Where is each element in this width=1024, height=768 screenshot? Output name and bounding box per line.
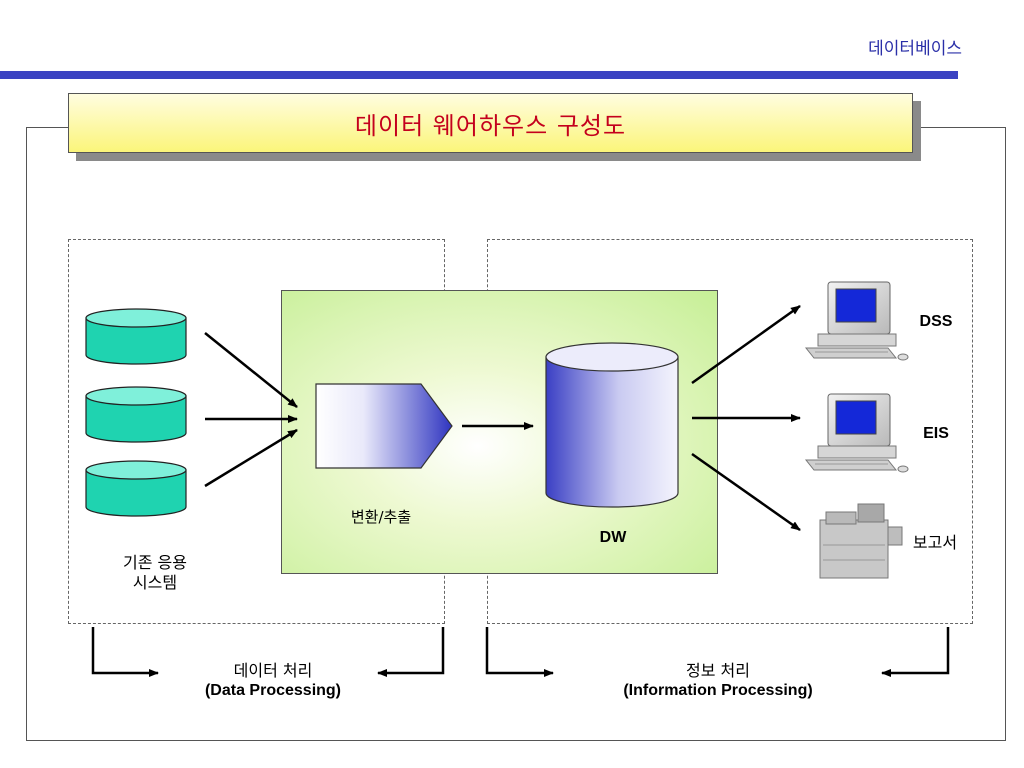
information-processing-label-ko: 정보 처리 — [686, 661, 750, 680]
legacy-systems-label-line1: 기존 응용 — [123, 553, 187, 572]
eis-label: EIS — [923, 425, 949, 442]
computer-icon — [804, 281, 909, 361]
arrow-icon — [881, 627, 950, 677]
information-processing-label-en: (Information Processing) — [623, 682, 813, 699]
data-processing-label: 데이터 처리 (Data Processing) — [163, 661, 383, 701]
arrow-icon — [691, 304, 801, 385]
legacy-database-icon — [85, 460, 187, 517]
arrow-icon — [91, 627, 159, 677]
data-warehouse-label: DW — [599, 529, 627, 546]
diagram-title-box: 데이터 웨어하우스 구성도 — [68, 93, 913, 153]
dss-label: DSS — [919, 313, 953, 330]
transform-extract-icon — [315, 383, 453, 469]
arrow-icon — [691, 452, 801, 532]
diagram-title: 데이터 웨어하우스 구성도 — [354, 111, 627, 140]
arrow-icon — [204, 332, 298, 408]
header-accent-bar — [0, 71, 958, 79]
legacy-systems-label-line2: 시스템 — [132, 573, 178, 592]
arrow-icon — [485, 627, 554, 677]
transform-extract-label: 변환/추출 — [350, 508, 412, 526]
header-title: 데이터베이스 — [868, 39, 962, 59]
arrow-icon — [204, 428, 298, 488]
data-processing-label-en: (Data Processing) — [204, 682, 342, 699]
report-label: 보고서 — [912, 533, 958, 552]
legacy-database-icon — [85, 308, 187, 365]
information-processing-label: 정보 처리 (Information Processing) — [583, 661, 853, 701]
legacy-systems-label: 기존 응용 시스템 — [100, 553, 210, 593]
data-warehouse-icon — [545, 342, 679, 508]
computer-icon — [804, 393, 909, 473]
legacy-database-icon — [85, 386, 187, 443]
printer-icon — [819, 503, 903, 579]
arrow-icon — [377, 627, 445, 677]
data-processing-label-ko: 데이터 처리 — [233, 661, 313, 680]
